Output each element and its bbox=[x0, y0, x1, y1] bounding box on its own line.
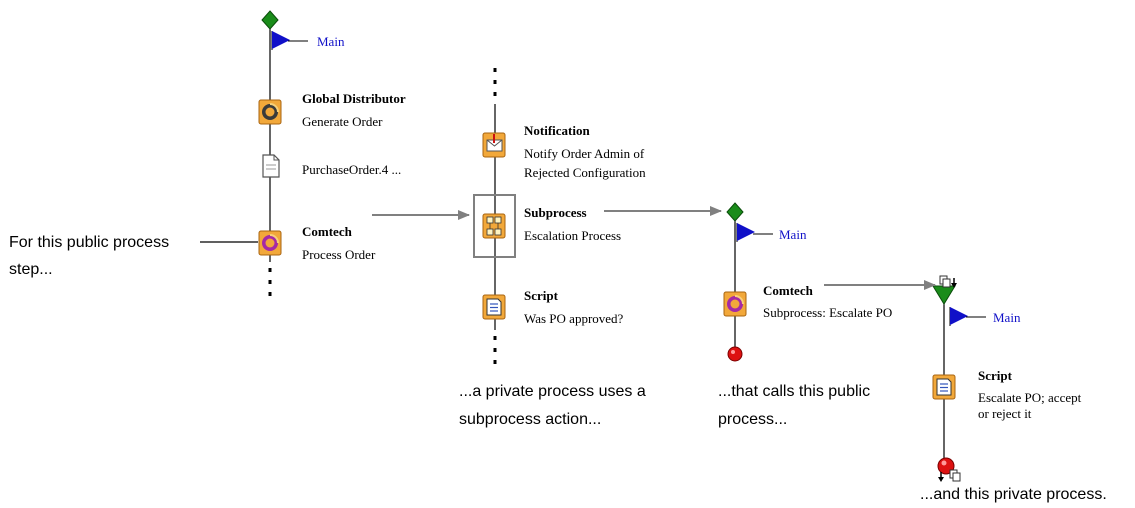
end-subprocess-icon bbox=[937, 457, 961, 482]
start-diamond-icon bbox=[726, 202, 744, 222]
main-flag-icon[interactable] bbox=[736, 223, 773, 242]
script-icon[interactable] bbox=[482, 294, 506, 320]
step-title: Global Distributor bbox=[302, 91, 406, 106]
main-flag-icon[interactable] bbox=[271, 31, 308, 50]
step-subtitle: Was PO approved? bbox=[524, 311, 624, 326]
start-diamond-icon bbox=[261, 10, 279, 30]
partner-action-icon[interactable] bbox=[258, 99, 282, 125]
step-title: Notification bbox=[524, 123, 590, 138]
subprocess-icon[interactable] bbox=[482, 213, 506, 239]
main-flag-label: Main bbox=[317, 34, 345, 49]
subprocess-selection-box bbox=[473, 194, 516, 258]
step-title: Script bbox=[524, 288, 558, 303]
step-subtitle: Subprocess: Escalate PO bbox=[763, 305, 893, 320]
main-flag-label: Main bbox=[993, 310, 1021, 325]
caption-public-step: For this public process bbox=[9, 234, 170, 251]
caption-and-private: ...and this private process. bbox=[920, 486, 1107, 503]
end-dot-icon bbox=[727, 346, 743, 362]
document-icon[interactable] bbox=[262, 154, 280, 178]
step-subtitle: Process Order bbox=[302, 247, 376, 262]
caption-private-subprocess: ...a private process uses a bbox=[459, 383, 646, 400]
step-subtitle: or reject it bbox=[978, 406, 1032, 421]
partner-action-icon[interactable] bbox=[258, 230, 282, 256]
step-subtitle: Escalation Process bbox=[524, 228, 622, 243]
process1-dots bbox=[268, 268, 272, 296]
step-subtitle: Escalate PO; accept bbox=[978, 390, 1082, 405]
start-subprocess-icon bbox=[932, 275, 957, 305]
step-title: Subprocess bbox=[524, 205, 587, 220]
step-subtitle: Notify Order Admin of bbox=[524, 146, 645, 161]
step-title: Comtech bbox=[763, 283, 813, 298]
caption-public-step: step... bbox=[9, 261, 53, 278]
step-title: Script bbox=[978, 368, 1012, 383]
document-label: PurchaseOrder.4 ... bbox=[302, 162, 402, 177]
notification-icon[interactable] bbox=[482, 132, 506, 158]
process2-top-dots bbox=[493, 68, 497, 96]
partner-action-icon[interactable] bbox=[723, 291, 747, 317]
caption-private-subprocess: subprocess action... bbox=[459, 411, 602, 428]
script-icon[interactable] bbox=[932, 374, 956, 400]
step-title: Comtech bbox=[302, 224, 352, 239]
main-flag-icon[interactable] bbox=[949, 307, 986, 326]
step-subtitle: Rejected Configuration bbox=[524, 165, 646, 180]
caption-calls-public: ...that calls this public bbox=[718, 383, 871, 400]
main-flag-label: Main bbox=[779, 227, 807, 242]
step-subtitle: Generate Order bbox=[302, 114, 383, 129]
caption-calls-public: process... bbox=[718, 411, 788, 428]
process2-bottom-dots bbox=[493, 336, 497, 364]
